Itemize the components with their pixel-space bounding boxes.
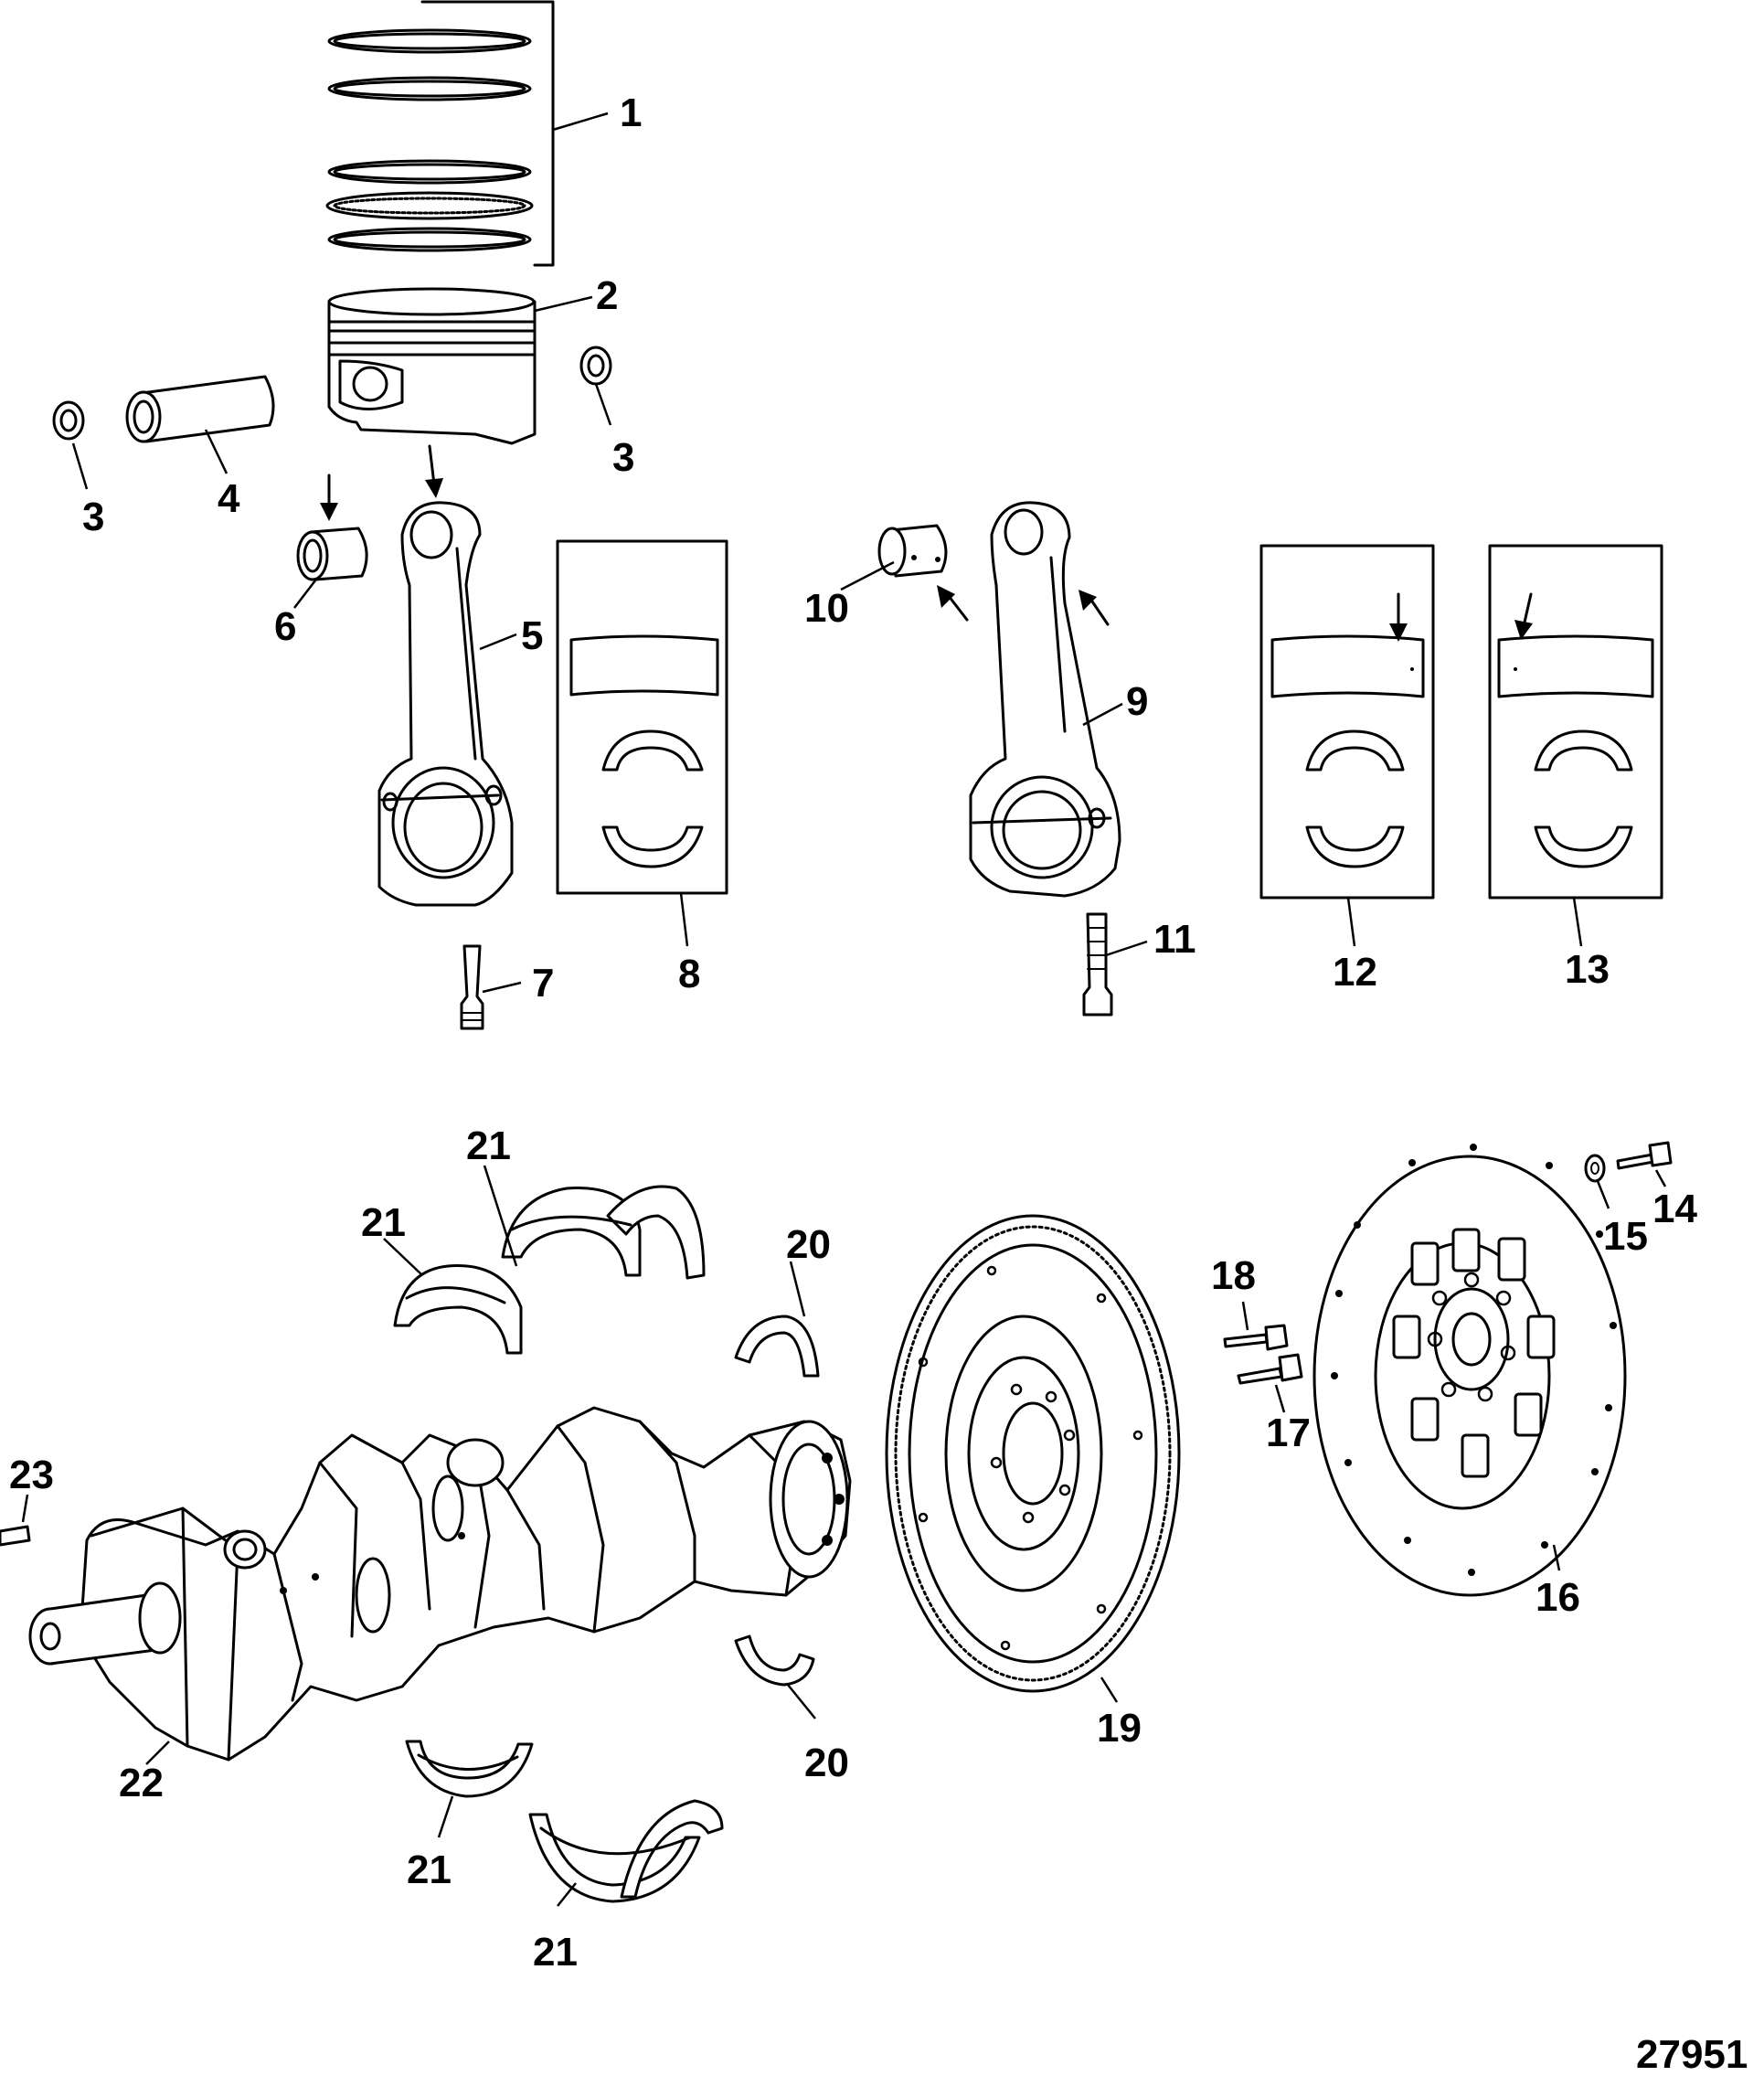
callout-3-left: 3 <box>82 495 104 539</box>
indicator-arrows <box>320 444 1533 642</box>
flywheel-bolt-17 <box>1237 1353 1303 1385</box>
callout-19: 19 <box>1097 1706 1142 1751</box>
rod-bolt-right <box>1082 912 1113 1017</box>
callout-1: 1 <box>620 90 642 135</box>
pin-bushing <box>296 527 368 581</box>
callout-16: 16 <box>1536 1575 1580 1620</box>
piston <box>327 287 537 445</box>
main-bearing-lower-1 <box>405 1740 534 1798</box>
callout-20-lower: 20 <box>804 1741 849 1785</box>
callout-4: 4 <box>218 476 240 521</box>
callout-13: 13 <box>1565 947 1610 992</box>
main-bearing-upper-2 <box>501 1185 706 1280</box>
callout-17: 17 <box>1266 1411 1311 1455</box>
circlip-right <box>579 346 612 386</box>
callout-3-right: 3 <box>612 435 634 480</box>
rod-bearing-kit-box <box>556 539 728 895</box>
damper-bolt <box>1616 1141 1673 1170</box>
callout-22: 22 <box>119 1761 164 1805</box>
callout-5: 5 <box>521 613 543 658</box>
connecting-rod-right <box>969 501 1121 898</box>
callout-2: 2 <box>596 273 618 318</box>
damper-plate <box>1312 1144 1627 1597</box>
connecting-rod-left <box>377 501 514 907</box>
thrust-washer-lower <box>734 1634 815 1687</box>
callout-15: 15 <box>1603 1214 1648 1259</box>
leader-lines <box>21 112 1667 1907</box>
dowel-pin <box>0 1525 31 1547</box>
circlip-left <box>52 400 85 441</box>
flywheel <box>885 1214 1181 1693</box>
callout-18: 18 <box>1211 1253 1256 1298</box>
figure-number: 27951 <box>1636 2032 1748 2076</box>
callout-12: 12 <box>1333 950 1377 995</box>
callout-7: 7 <box>532 961 554 1006</box>
callout-6: 6 <box>274 604 296 649</box>
pin-bushing-right <box>877 524 948 578</box>
callout-9: 9 <box>1126 679 1148 724</box>
callout-10: 10 <box>804 586 849 631</box>
piston-ring-set <box>325 0 555 267</box>
callout-21-d: 21 <box>533 1930 578 1975</box>
callout-14: 14 <box>1652 1187 1697 1231</box>
rod-bearing-kit-box-13 <box>1488 544 1663 900</box>
callout-20-upper: 20 <box>786 1222 831 1267</box>
callout-labels: 1 2 3 3 4 6 5 7 8 10 9 11 12 13 21 21 20… <box>9 90 1748 2076</box>
callout-21-b: 21 <box>361 1200 406 1245</box>
callout-11: 11 <box>1153 917 1196 962</box>
main-bearing-lower-2 <box>528 1799 724 1903</box>
callout-8: 8 <box>678 952 700 996</box>
callout-21-c: 21 <box>407 1847 452 1892</box>
main-bearing-upper-1 <box>393 1264 523 1355</box>
crankshaft <box>28 1406 852 1762</box>
washer <box>1584 1154 1606 1183</box>
rod-bolt-left <box>460 944 484 1030</box>
rod-bearing-kit-box-12 <box>1259 544 1435 900</box>
thrust-washer-upper <box>734 1315 820 1378</box>
flywheel-bolt-18 <box>1223 1324 1289 1351</box>
callout-23: 23 <box>9 1453 54 1497</box>
piston-pin <box>125 375 275 443</box>
callout-21-a: 21 <box>466 1123 511 1168</box>
